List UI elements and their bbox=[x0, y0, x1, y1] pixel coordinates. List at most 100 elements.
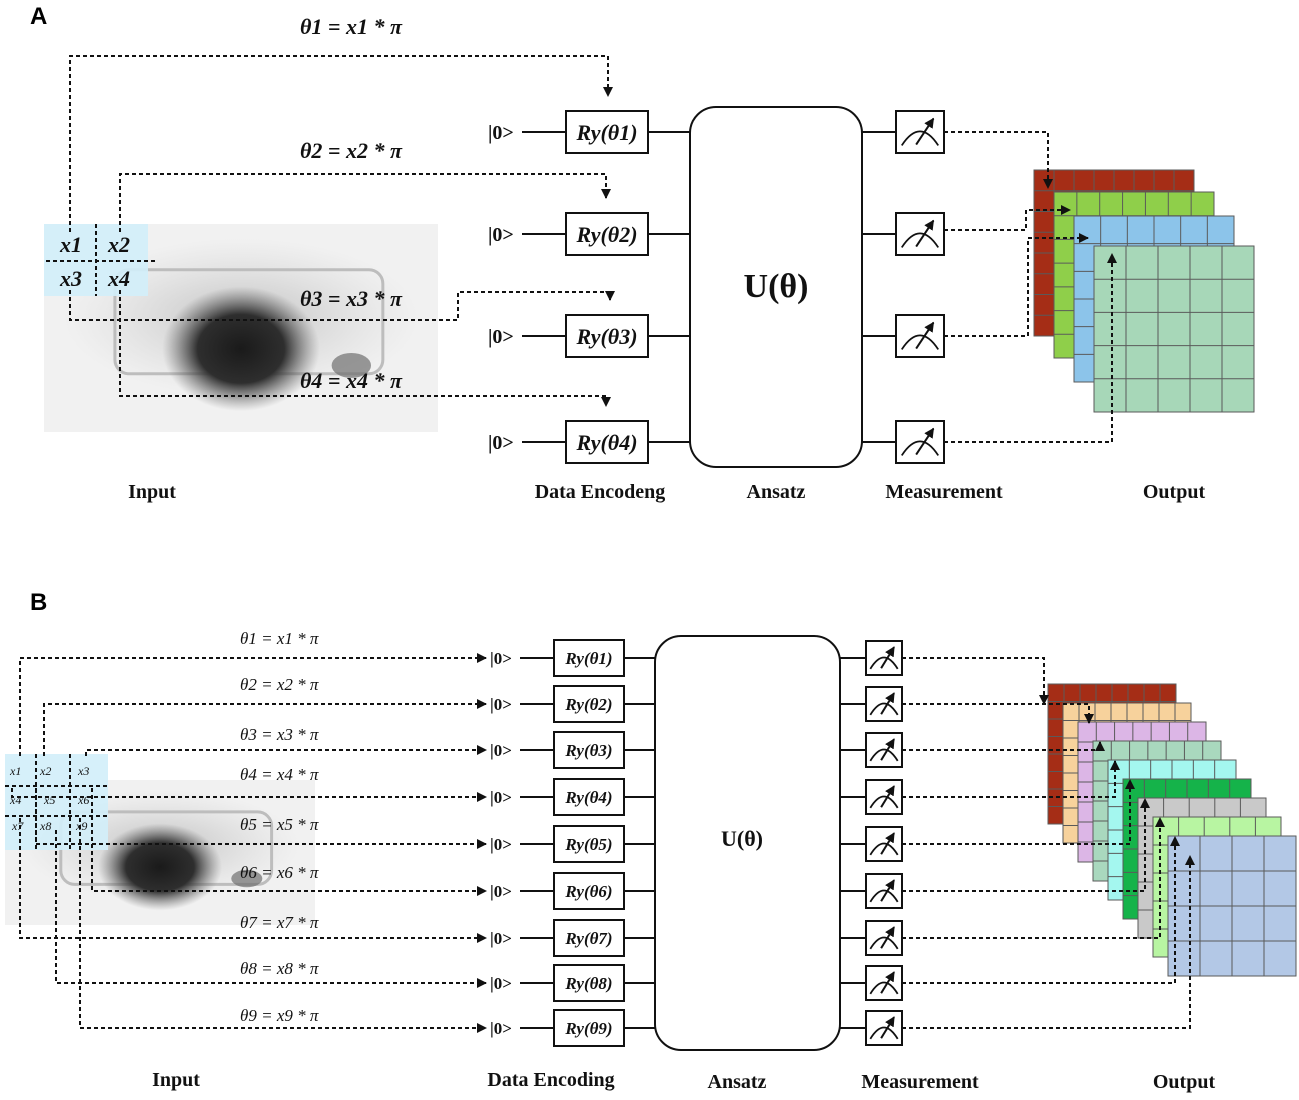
panel-b-meter-4-needle bbox=[880, 785, 895, 808]
panel-b-stage-encoding: Data Encoding bbox=[487, 1069, 614, 1091]
panel-b-meter-5-dial bbox=[869, 842, 899, 856]
panel-b-pixel-x8: x8 bbox=[39, 819, 51, 833]
panel-b-meter-3 bbox=[865, 732, 903, 768]
panel-b-measure-route-4 bbox=[902, 760, 1120, 798]
panel-a-input-image-nucleus bbox=[162, 286, 320, 412]
panel-b-ket-6: |0> bbox=[490, 882, 512, 901]
panel-b-meter-2-box bbox=[865, 686, 903, 722]
panel-a-ry-gate-2 bbox=[565, 212, 649, 256]
panel-b-ry-label-8: Ry(θ8) bbox=[564, 974, 612, 993]
panel-b-theta-2: θ2 = x2 * π bbox=[240, 675, 319, 694]
panel-b-meter-1-dial bbox=[869, 656, 899, 670]
panel-b-meter-3-needle bbox=[880, 738, 895, 761]
panel-b-route-6 bbox=[91, 788, 487, 896]
panel-b-ry-gate-8 bbox=[553, 964, 625, 1002]
panel-a-input-image bbox=[44, 224, 438, 432]
panel-b-ket-5: |0> bbox=[490, 835, 512, 854]
panel-b-meter-2 bbox=[865, 686, 903, 722]
panel-b-pixel-x4: x4 bbox=[9, 793, 21, 807]
panel-b-route-3 bbox=[85, 745, 487, 756]
panel-b-meter-6-dial bbox=[869, 889, 899, 903]
panel-b-measure-route-9 bbox=[902, 855, 1195, 1029]
panel-a-stage-input: Input bbox=[128, 481, 176, 503]
panel-b-measure-route-1 bbox=[902, 657, 1049, 705]
panel-b-route-9 bbox=[79, 818, 487, 1033]
panel-a-ansatz-box bbox=[689, 106, 863, 468]
panel-b-theta-1: θ1 = x1 * π bbox=[240, 629, 319, 648]
panel-a-ry-gate-3 bbox=[565, 314, 649, 358]
panel-b-ket-8: |0> bbox=[490, 974, 512, 993]
panel-b-stage-output: Output bbox=[1153, 1071, 1216, 1093]
panel-b-route-2 bbox=[43, 699, 487, 756]
panel-b-meter-8 bbox=[865, 965, 903, 1001]
panel-b-meter-7-dial bbox=[869, 936, 899, 950]
panel-a-ket-3: |0> bbox=[488, 326, 514, 348]
panel-b-ket-9: |0> bbox=[490, 1019, 512, 1038]
panel-a-meter-2 bbox=[895, 212, 945, 256]
panel-a-letter: A bbox=[30, 3, 47, 30]
panel-a-ket-1: |0> bbox=[488, 122, 514, 144]
panel-a-route-3 bbox=[69, 290, 615, 321]
panel-b-theta-5: θ5 = x5 * π bbox=[240, 815, 319, 834]
panel-b-meter-4-dial bbox=[869, 795, 899, 809]
panel-b-meter-6 bbox=[865, 873, 903, 909]
panel-a-output-map-4-fill bbox=[1093, 245, 1255, 413]
panel-a-ry-label-1: Ry(θ1) bbox=[575, 120, 637, 145]
panel-a-ry-gate-4 bbox=[565, 420, 649, 464]
panel-b-ry-gate-5 bbox=[553, 825, 625, 863]
panel-b-ry-label-2: Ry(θ2) bbox=[564, 695, 612, 714]
panel-b-pixel-x6: x6 bbox=[77, 793, 89, 807]
panel-b-ansatz-box bbox=[654, 635, 841, 1051]
panel-b-ket-7: |0> bbox=[490, 929, 512, 948]
panel-a-ry-label-3: Ry(θ3) bbox=[575, 324, 637, 349]
panel-a-meter-3-dial bbox=[901, 334, 939, 350]
panel-b-letter: B bbox=[30, 589, 47, 616]
panel-a-meter-3-needle bbox=[915, 321, 935, 350]
panel-a-ry-label-2: Ry(θ2) bbox=[575, 222, 637, 247]
panel-a-pixel-x4: x4 bbox=[107, 266, 130, 291]
panel-a-theta-4: θ4 = x4 * π bbox=[300, 368, 403, 393]
panel-b-ket-4: |0> bbox=[490, 788, 512, 807]
panel-b-ry-gate-2 bbox=[553, 685, 625, 723]
panel-b-theta-9: θ9 = x9 * π bbox=[240, 1006, 319, 1025]
panel-a-meter-1 bbox=[895, 110, 945, 154]
panel-b-meter-2-needle bbox=[880, 692, 895, 715]
panel-b-measure-route-5 bbox=[902, 779, 1135, 845]
panel-b-measure-route-3 bbox=[902, 741, 1105, 751]
panel-b-input-image-spot bbox=[231, 869, 263, 888]
panel-b-meter-5-needle bbox=[880, 832, 895, 855]
panel-a-ansatz-label: U(θ) bbox=[744, 268, 809, 305]
panel-a-meter-3 bbox=[895, 314, 945, 358]
panel-b-meter-3-box bbox=[865, 732, 903, 768]
panel-b-measure-route-6 bbox=[902, 798, 1150, 892]
panel-b-meter-8-dial bbox=[869, 981, 899, 995]
panel-b-theta-4: θ4 = x4 * π bbox=[240, 765, 319, 784]
panel-b-ry-label-4: Ry(θ4) bbox=[564, 788, 612, 807]
panel-b-meter-9-dial bbox=[869, 1026, 899, 1040]
panel-a-ket-4: |0> bbox=[488, 432, 514, 454]
panel-b-measure-route-8 bbox=[902, 836, 1180, 984]
panel-b-meter-3-dial bbox=[869, 748, 899, 762]
panel-b-theta-7: θ7 = x7 * π bbox=[240, 913, 319, 932]
panel-a-pixel-x3: x3 bbox=[59, 266, 82, 291]
panel-b-ket-1: |0> bbox=[490, 649, 512, 668]
panel-b-theta-3: θ3 = x3 * π bbox=[240, 725, 319, 744]
panel-a-stage-measurement: Measurement bbox=[885, 481, 1003, 503]
panel-b-stage-ansatz: Ansatz bbox=[708, 1071, 767, 1093]
panel-a-theta-1: θ1 = x1 * π bbox=[300, 14, 403, 39]
panel-b-theta-6: θ6 = x6 * π bbox=[240, 863, 319, 882]
panel-b-pixel-x7: x7 bbox=[11, 819, 24, 833]
panel-b-meter-1 bbox=[865, 640, 903, 676]
panel-a-output-map-4 bbox=[1093, 245, 1255, 413]
panel-b-ry-label-9: Ry(θ9) bbox=[564, 1019, 612, 1038]
panel-a-meter-2-needle bbox=[915, 219, 935, 248]
panel-a-stage-output: Output bbox=[1143, 481, 1206, 503]
panel-b-measure-route-2 bbox=[902, 703, 1094, 724]
panel-a-meter-4 bbox=[895, 420, 945, 464]
panel-b-pixel-x2: x2 bbox=[39, 764, 51, 778]
panel-a-theta-3: θ3 = x3 * π bbox=[300, 286, 403, 311]
panel-a-theta-2: θ2 = x2 * π bbox=[300, 138, 403, 163]
panel-a-measure-route-2 bbox=[944, 205, 1071, 231]
panel-b-pixel-x3: x3 bbox=[77, 764, 89, 778]
panel-b-ry-gate-7 bbox=[553, 919, 625, 957]
